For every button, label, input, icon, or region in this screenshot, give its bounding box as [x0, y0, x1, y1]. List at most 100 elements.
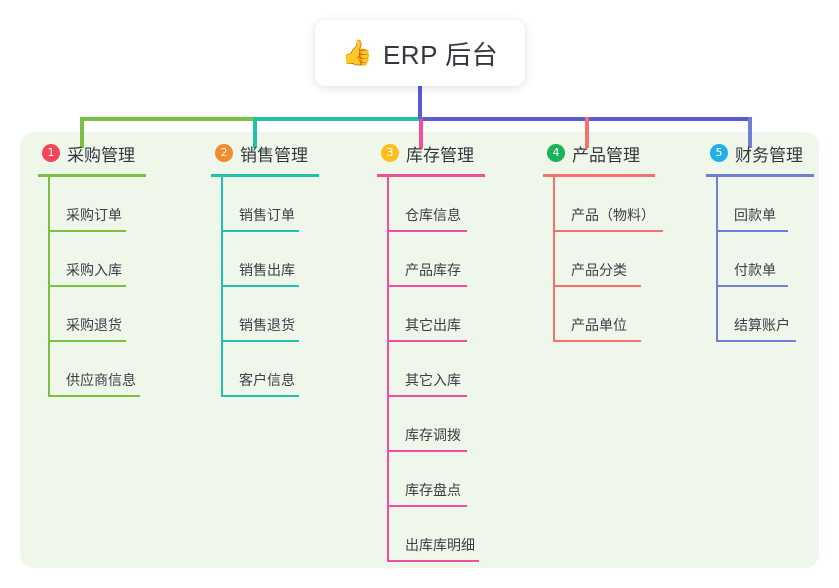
leaf-rule — [716, 340, 796, 342]
leaf-item[interactable]: 销售退货 — [221, 287, 319, 342]
leaf-list-5: 回款单付款单结算账户 — [706, 177, 814, 342]
leaf-rule — [48, 230, 126, 232]
thumbs-up-emoji: 👍 — [341, 38, 373, 67]
leaf-list-2: 销售订单销售出库销售退货客户信息 — [211, 177, 319, 397]
column-title-5: 财务管理 — [735, 145, 803, 165]
leaf-rule — [553, 230, 663, 232]
leaf-rule — [387, 450, 467, 452]
leaf-rule — [221, 230, 299, 232]
leaf-item[interactable]: 付款单 — [716, 232, 814, 287]
leaf-label: 库存调拨 — [405, 427, 461, 443]
leaf-label: 付款单 — [734, 262, 776, 278]
column-3: 3 库存管理仓库信息产品库存其它出库其它入库库存调拨库存盘点出库库明细 — [377, 140, 485, 562]
leaf-rule — [553, 285, 641, 287]
leaf-item[interactable]: 出库库明细 — [387, 507, 485, 562]
leaf-rule — [48, 395, 140, 397]
trunk-connector — [418, 86, 422, 119]
column-title-4: 产品管理 — [572, 145, 640, 165]
leaf-item[interactable]: 仓库信息 — [387, 177, 485, 232]
column-badge-2: 2 — [215, 144, 233, 162]
leaf-label: 其它入库 — [405, 372, 461, 388]
leaf-list-4: 产品（物料） 产品分类产品单位 — [543, 177, 663, 342]
leaf-rule — [716, 230, 788, 232]
column-title-3: 库存管理 — [406, 145, 474, 165]
root-node-title: ERP 后台 — [382, 39, 499, 70]
column-2: 2 销售管理销售订单销售出库销售退货客户信息 — [211, 140, 319, 397]
column-title-2: 销售管理 — [240, 145, 308, 165]
leaf-item[interactable]: 供应商信息 — [48, 342, 146, 397]
leaf-spine-3 — [387, 177, 389, 562]
leaf-spine-2 — [221, 177, 223, 397]
leaf-label: 仓库信息 — [405, 207, 461, 223]
column-header-2[interactable]: 2 销售管理 — [211, 140, 319, 166]
leaf-rule — [221, 395, 299, 397]
leaf-rule — [387, 505, 467, 507]
leaf-item[interactable]: 产品分类 — [553, 232, 655, 287]
leaf-rule — [387, 285, 467, 287]
leaf-spine-4 — [553, 177, 555, 342]
root-node-card[interactable]: 👍 ERP 后台 — [315, 20, 525, 86]
leaf-item[interactable]: 销售出库 — [221, 232, 319, 287]
leaf-label: 销售订单 — [239, 207, 295, 223]
leaf-label: 库存盘点 — [405, 482, 461, 498]
leaf-item[interactable]: 销售订单 — [221, 177, 319, 232]
leaf-rule — [221, 285, 299, 287]
leaf-label: 结算账户 — [734, 317, 790, 333]
leaf-spine-5 — [716, 177, 718, 342]
column-header-3[interactable]: 3 库存管理 — [377, 140, 485, 166]
bus-segment-1 — [80, 117, 255, 121]
leaf-label: 回款单 — [734, 207, 776, 223]
column-5: 5 财务管理回款单付款单结算账户 — [706, 140, 814, 342]
leaf-rule — [221, 340, 299, 342]
column-header-5[interactable]: 5 财务管理 — [706, 140, 814, 166]
leaf-item[interactable]: 回款单 — [716, 177, 814, 232]
column-rule-5 — [706, 174, 814, 177]
leaf-label: 客户信息 — [239, 372, 295, 388]
leaf-label: 产品（物料） — [571, 207, 655, 223]
leaf-label: 采购订单 — [66, 207, 122, 223]
leaf-item[interactable]: 客户信息 — [221, 342, 319, 397]
column-rule-1 — [38, 174, 146, 177]
leaf-list-1: 采购订单采购入库采购退货供应商信息 — [38, 177, 146, 397]
leaf-item[interactable]: 库存调拨 — [387, 397, 485, 452]
leaf-item[interactable]: 采购订单 — [48, 177, 146, 232]
leaf-rule — [716, 285, 788, 287]
content-panel — [20, 132, 819, 568]
leaf-label: 采购退货 — [66, 317, 122, 333]
branch-stub-1 — [80, 117, 84, 148]
leaf-item[interactable]: 产品单位 — [553, 287, 655, 342]
column-badge-1: 1 — [42, 144, 60, 162]
leaf-item[interactable]: 库存盘点 — [387, 452, 485, 507]
leaf-label: 供应商信息 — [66, 372, 136, 388]
branch-stub-4 — [585, 117, 589, 148]
leaf-item[interactable]: 产品（物料） — [553, 177, 663, 232]
leaf-item[interactable]: 采购入库 — [48, 232, 146, 287]
leaf-label: 产品单位 — [571, 317, 627, 333]
column-rule-3 — [377, 174, 485, 177]
leaf-item[interactable]: 结算账户 — [716, 287, 814, 342]
branch-stub-2 — [253, 117, 257, 148]
leaf-label: 采购入库 — [66, 262, 122, 278]
leaf-item[interactable]: 产品库存 — [387, 232, 485, 287]
leaf-label: 销售退货 — [239, 317, 295, 333]
leaf-item[interactable]: 其它出库 — [387, 287, 485, 342]
leaf-rule — [387, 230, 467, 232]
leaf-rule — [387, 395, 467, 397]
leaf-rule — [48, 285, 126, 287]
column-rule-4 — [543, 174, 655, 177]
leaf-rule — [387, 560, 479, 562]
leaf-item[interactable]: 其它入库 — [387, 342, 485, 397]
column-badge-3: 3 — [381, 144, 399, 162]
branch-stub-5 — [748, 117, 752, 148]
leaf-item[interactable]: 采购退货 — [48, 287, 146, 342]
leaf-rule — [48, 340, 126, 342]
leaf-rule — [387, 340, 467, 342]
bus-segment-2 — [253, 117, 423, 121]
branch-stub-3 — [419, 117, 423, 148]
column-badge-5: 5 — [710, 144, 728, 162]
